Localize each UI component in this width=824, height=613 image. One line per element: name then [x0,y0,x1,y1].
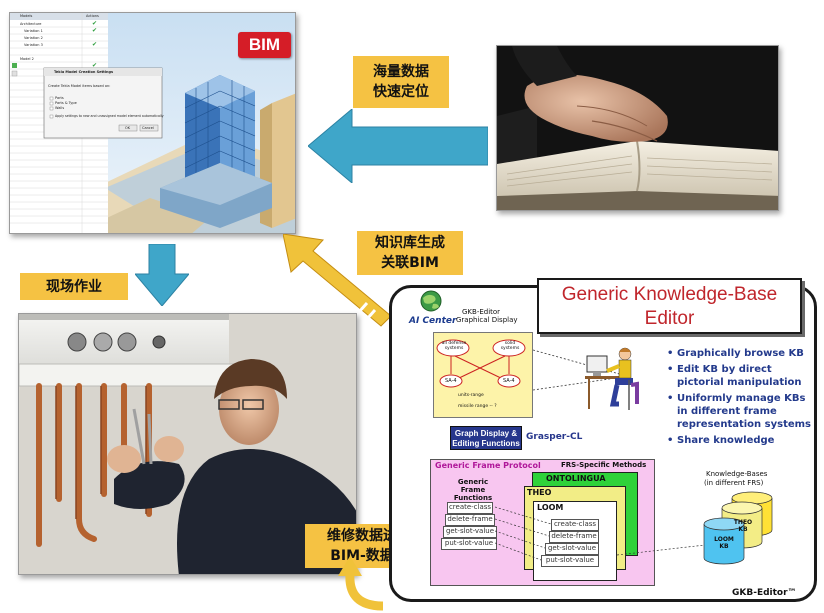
graph-network [436,339,526,388]
bim-badge-text: BIM [248,35,281,54]
bim-model-screenshot: ✔✔ ✔✔ Models Actions Architecture Variat… [9,12,296,234]
dialog-checkbox-label[interactable]: Apply settings to new and unassigned mod… [55,114,164,118]
tree-row[interactable]: Model 2 [20,57,34,61]
gkb-caption-line2: Graphical Display [456,316,518,324]
graph-node[interactable]: SA-4 [445,378,457,384]
grasper-label: Grasper-CL [526,432,583,442]
generic-method-item[interactable]: create-class [447,502,493,514]
system-label: LOOM [537,503,564,512]
loom-method-item[interactable]: create-class [551,519,599,531]
dialog-cancel-button[interactable]: Cancel [142,126,154,130]
feature-item: Share knowledge [667,434,813,447]
gfp-title: Generic Frame Protocol [435,461,541,470]
feature-item: Uniformly manage KBs in different frame … [667,392,813,431]
svg-text:✔: ✔ [92,27,97,34]
loom-method-item[interactable]: put-slot-value [541,555,599,567]
kb-label: THEO KB [733,519,753,533]
feature-list: Graphically browse KB Edit KB by direct … [667,347,813,450]
knowledge-base-cylinders-icon [703,491,773,565]
tree-header-models: Models [20,14,33,18]
dialog-option[interactable]: Walls [55,106,65,110]
feature-item: Graphically browse KB [667,347,813,360]
tree-row[interactable]: Variation 2 [24,36,43,40]
kb-generate-label: 知识库生成 关联BIM [357,231,463,275]
dialog-option[interactable]: Parts & Type [55,101,77,105]
graph-node[interactable]: all defense systems [441,341,467,351]
gkb-caption-line1: GKB-Editor [462,308,501,316]
system-label: ONTOLINGUA [546,474,606,483]
gkb-title-line1: Generic Knowledge-Base [561,284,778,305]
arrow-diagonal-yellow [283,234,392,327]
book-photo [496,45,779,211]
svg-text:✔: ✔ [92,20,97,27]
feature-item: Edit KB by direct pictorial manipulation [667,363,813,389]
arrow-left-blue [308,109,488,183]
dialog-option[interactable]: Parts [55,96,64,100]
loom-method-item[interactable]: delete-frame [549,531,599,543]
onsite-work-label: 现场作业 [20,273,128,300]
bim-badge: BIM [238,32,291,58]
ai-center-globe-icon [420,290,442,312]
generic-method-item[interactable]: delete-frame [445,514,495,526]
dialog-ok-button[interactable]: OK [125,126,131,130]
generic-method-item[interactable]: get-slot-value [443,526,497,538]
kb-title-line2: (in different FRS) [704,479,764,487]
dialog-prompt: Create Tekla Model items based on: [48,84,111,88]
massive-data-label: 海量数据 快速定位 [353,56,449,108]
arrow-curved-yellow [338,556,384,611]
onsite-work-text: 现场作业 [46,278,102,295]
technician-photo [18,313,357,575]
kb-label: LOOM KB [714,536,734,550]
gkb-title-box: Generic Knowledge-Base Editor [537,278,802,334]
method-connectors [495,506,711,561]
node-slot: missile range -- ? [458,404,497,409]
svg-text:✔: ✔ [92,41,97,48]
tree-row[interactable]: Architecture [20,22,42,26]
svg-text:✔: ✔ [92,62,97,69]
gkb-footer: GKB-Editor™ [732,588,797,598]
generic-method-item[interactable]: put-slot-value [441,538,497,550]
tree-header-actions: Actions [86,14,99,18]
person-at-computer-icon [585,347,639,410]
tree-row[interactable]: Variation 1 [24,29,43,33]
frs-title: FRS-Specific Methods [561,461,647,469]
graph-display-functions-box: Graph Display & Editing Functions [450,426,522,450]
kb-generate-text: 知识库生成 关联BIM [375,235,445,271]
arrow-down-blue [135,244,189,306]
graph-display-functions-text: Graph Display & Editing Functions [452,429,520,448]
ai-center-logo-text: AI Center [409,316,457,326]
graph-node[interactable]: solid systems [500,341,520,351]
dialog-title: Tekla Model Creation Settings [54,70,114,74]
loom-method-item[interactable]: get-slot-value [545,543,599,555]
kb-title-line1: Knowledge-Bases [706,470,768,478]
system-label: THEO [527,488,552,497]
generic-functions-title: Generic Frame Functions [453,478,493,502]
graph-node[interactable]: SA-4 [503,378,515,384]
massive-data-text: 海量数据 快速定位 [373,64,429,100]
gkb-title-line2: Editor [644,308,695,329]
node-slot: units-range [458,393,484,398]
tree-row[interactable]: Variation 3 [24,43,43,47]
